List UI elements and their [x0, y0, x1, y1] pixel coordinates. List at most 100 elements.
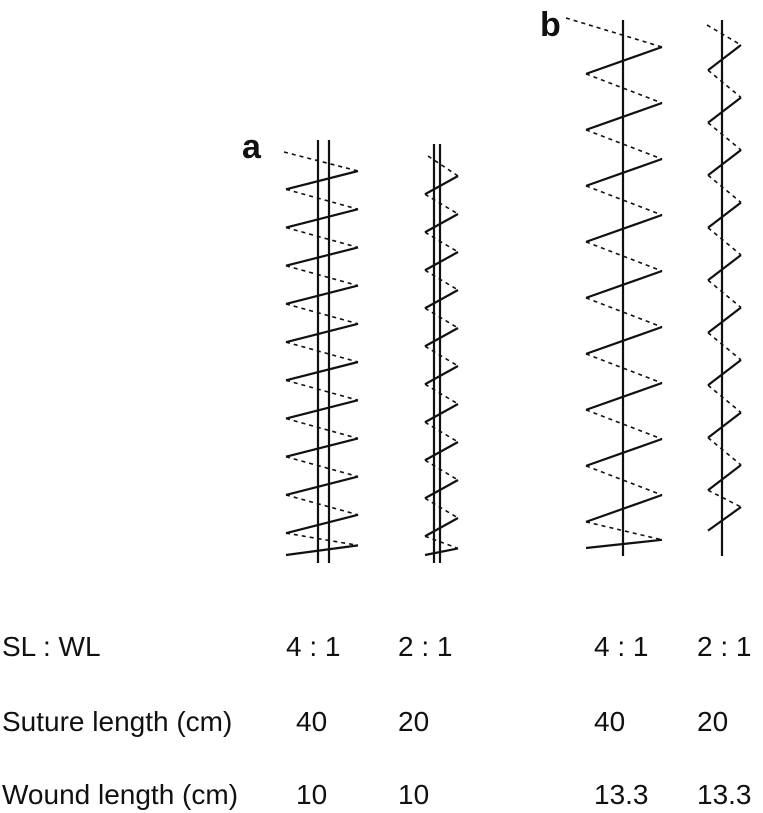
suture-underside: [285, 303, 359, 325]
cell-b-2-1-ratio: 2 : 1: [697, 631, 752, 662]
suture-underside: [585, 73, 663, 104]
suture-stitch: [424, 365, 459, 386]
suture-stitch: [424, 289, 459, 310]
suture-underside: [706, 24, 742, 46]
suture-stitch: [707, 464, 742, 492]
suture-underside: [285, 494, 359, 516]
cell-a-4-1-wound-length: 10: [296, 779, 328, 810]
suture-diagram: [283, 17, 742, 563]
suture-stitch: [285, 284, 359, 306]
suture-underside: [707, 437, 742, 466]
suture-underside: [585, 129, 663, 160]
suture-underside: [285, 379, 359, 401]
suture-underside: [585, 465, 663, 496]
suture-underside: [283, 151, 359, 172]
suture-underside: [424, 307, 459, 329]
suture-underside: [585, 353, 663, 384]
suture-stitch: [285, 360, 359, 382]
row-label-ratio: SL : WL: [2, 631, 101, 662]
cell-a-2-1-wound-length: 10: [398, 779, 430, 810]
suture-underside: [707, 69, 742, 99]
suture-stitch: [585, 213, 663, 243]
suture-underside: [285, 455, 359, 478]
suture-underside: [424, 383, 459, 405]
cell-b-4-1-wound-length: 13.3: [594, 779, 649, 810]
suture-stitch: [424, 251, 459, 272]
suture-underside: [424, 193, 459, 215]
suture-underside: [285, 417, 359, 440]
panel-label-a: a: [242, 128, 261, 166]
row-label-suture-length: Suture length (cm): [2, 706, 233, 737]
suture-underside: [585, 521, 663, 541]
suture-stitch: [585, 101, 663, 131]
suture-stitch: [707, 149, 742, 177]
suture-diagram-a-4-1: [283, 140, 359, 563]
suture-underside: [707, 174, 742, 204]
suture-stitch: [707, 359, 742, 387]
cell-b-2-1-suture-length: 20: [697, 706, 729, 737]
suture-underside: [424, 535, 459, 550]
suture-stitch: [707, 306, 742, 334]
suture-underside: [285, 532, 359, 547]
suture-diagram-b-2-1: [706, 20, 742, 556]
suture-stitch: [285, 544, 359, 557]
suture-stitch: [424, 175, 459, 196]
suture-stitch: [285, 322, 359, 344]
suture-underside: [585, 297, 663, 328]
cell-a-4-1-suture-length: 40: [296, 706, 328, 737]
suture-stitch: [285, 437, 359, 458]
suture-stitch: [285, 475, 359, 497]
suture-underside: [585, 241, 663, 272]
suture-stitch: [424, 479, 459, 500]
suture-underside: [424, 421, 459, 443]
suture-stitch: [285, 246, 359, 267]
suture-underside: [565, 17, 663, 48]
suture-underside: [424, 345, 459, 367]
suture-stitch: [585, 269, 663, 299]
suture-diagram-a-2-1: [424, 144, 459, 563]
suture-stitch: [585, 45, 663, 75]
suture-underside: [424, 459, 459, 481]
suture-underside: [585, 409, 663, 440]
suture-stitch: [285, 208, 359, 229]
suture-stitch: [585, 157, 663, 187]
suture-underside: [424, 231, 459, 253]
suture-underside: [285, 341, 359, 363]
suture-stitch: [424, 213, 459, 234]
suture-stitch: [585, 381, 663, 411]
suture-diagram-b-4-1: [565, 17, 663, 556]
suture-underside: [285, 188, 359, 210]
suture-stitch: [707, 506, 742, 532]
suture-underside: [707, 227, 742, 256]
suture-stitch: [707, 44, 742, 72]
suture-underside: [424, 269, 459, 291]
suture-underside: [707, 384, 742, 414]
suture-stitch: [424, 403, 459, 424]
cell-b-4-1-suture-length: 40: [594, 706, 626, 737]
suture-underside: [424, 497, 459, 519]
suture-stitch: [707, 411, 742, 439]
cell-a-2-1-suture-length: 20: [398, 706, 430, 737]
suture-stitch: [707, 201, 742, 229]
suture-underside: [285, 226, 359, 249]
suture-stitch: [707, 96, 742, 124]
suture-stitch: [585, 538, 663, 550]
suture-stitch: [285, 169, 359, 191]
suture-underside: [707, 489, 742, 508]
cell-b-4-1-ratio: 4 : 1: [594, 631, 649, 662]
suture-underside: [585, 185, 663, 216]
cell-b-2-1-wound-length: 13.3: [697, 779, 752, 810]
row-label-wound-length: Wound length (cm): [2, 779, 239, 810]
suture-underside: [707, 279, 742, 309]
suture-stitch: [585, 325, 663, 355]
suture-underside: [707, 122, 742, 151]
suture-stitch: [424, 441, 459, 462]
cell-a-4-1-ratio: 4 : 1: [286, 631, 341, 662]
suture-underside: [427, 155, 459, 177]
suture-underside: [285, 264, 359, 287]
suture-stitch: [285, 513, 359, 535]
suture-stitch: [585, 437, 663, 467]
cell-a-2-1-ratio: 2 : 1: [398, 631, 453, 662]
suture-stitch: [424, 547, 459, 557]
suture-underside: [707, 332, 742, 361]
